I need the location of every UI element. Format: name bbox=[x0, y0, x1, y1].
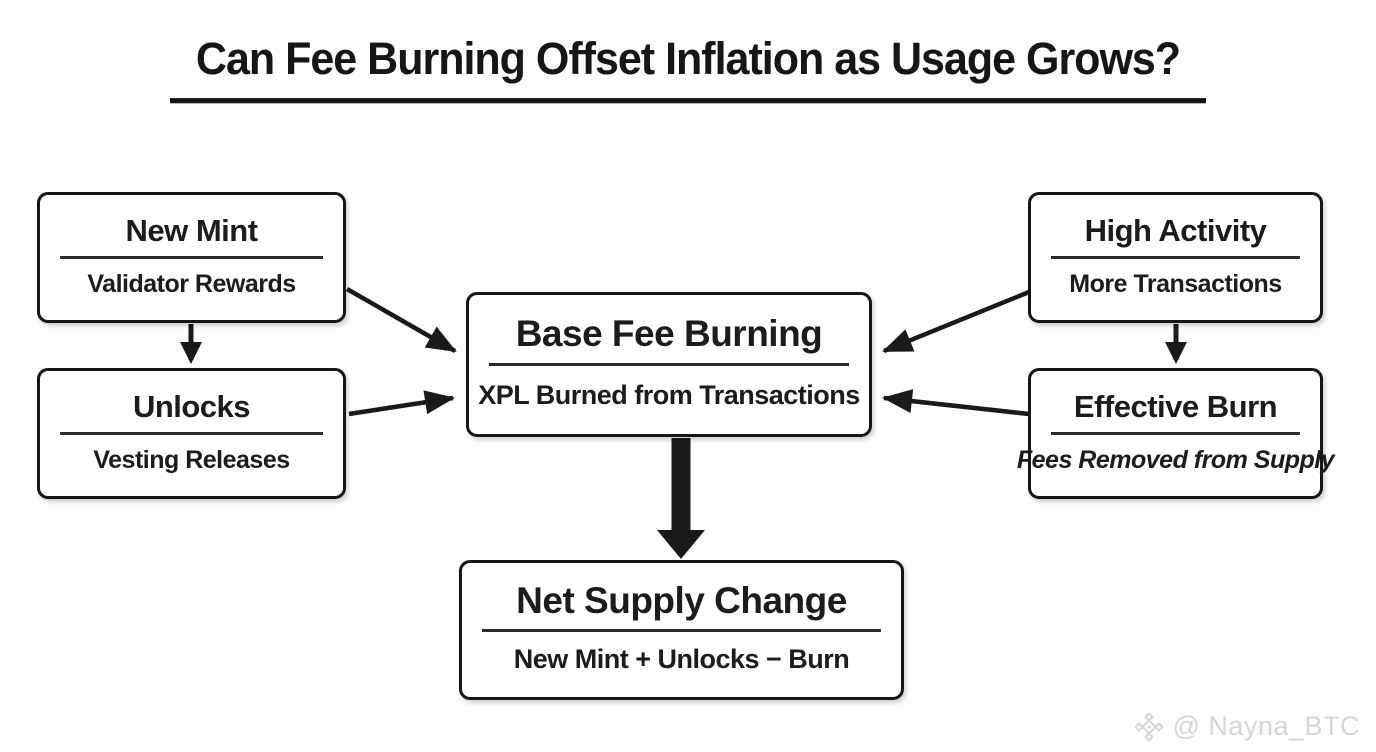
edge-high-activity-to-base-fee-burning bbox=[882, 289, 1030, 354]
node-divider bbox=[482, 628, 881, 632]
node-subtitle: Vesting Releases bbox=[93, 446, 290, 474]
watermark-handle: @ Nayna_BTC bbox=[1172, 711, 1360, 741]
diagram-title: Can Fee Burning Offset Inflation as Usag… bbox=[169, 34, 1207, 104]
node-title: Effective Burn bbox=[1073, 388, 1278, 424]
node-title: Unlocks bbox=[132, 388, 251, 424]
node-base-fee-burning: Base Fee Burning XPL Burned from Transac… bbox=[466, 292, 872, 437]
node-title: New Mint bbox=[125, 212, 258, 248]
node-title: Base Fee Burning bbox=[515, 313, 823, 354]
edge-effective-burn-to-base-fee-burning bbox=[882, 389, 1030, 417]
node-divider bbox=[1051, 432, 1300, 435]
node-divider bbox=[1051, 256, 1300, 259]
node-subtitle: Validator Rewards bbox=[87, 270, 296, 298]
edge-unlocks-to-base-fee-burning bbox=[348, 390, 455, 417]
node-unlocks: Unlocks Vesting Releases bbox=[37, 368, 346, 499]
node-new-mint: New Mint Validator Rewards bbox=[37, 192, 346, 323]
node-title: High Activity bbox=[1084, 212, 1267, 248]
node-high-activity: High Activity More Transactions bbox=[1028, 192, 1323, 323]
node-effective-burn: Effective Burn Fees Removed from Supply bbox=[1016, 368, 1335, 499]
watermark: @ Nayna_BTC bbox=[1134, 711, 1360, 742]
node-subtitle: XPL Burned from Transactions bbox=[478, 379, 860, 410]
node-divider bbox=[60, 432, 323, 435]
edge-new-mint-to-base-fee-burning bbox=[345, 287, 457, 353]
node-subtitle: Fees Removed from Supply bbox=[1016, 446, 1335, 474]
node-subtitle: More Transactions bbox=[1069, 270, 1282, 298]
node-net-supply-change: Net Supply Change New Mint + Unlocks − B… bbox=[459, 560, 904, 700]
binance-diamond-icon bbox=[1134, 712, 1164, 742]
edge-base-fee-burning-to-net-supply-head bbox=[657, 530, 705, 559]
title-wrap: Can Fee Burning Offset Inflation as Usag… bbox=[0, 34, 1376, 104]
node-divider bbox=[489, 363, 849, 366]
node-divider bbox=[60, 256, 323, 259]
node-title: Net Supply Change bbox=[516, 579, 847, 621]
node-subtitle: New Mint + Unlocks − Burn bbox=[513, 643, 850, 674]
